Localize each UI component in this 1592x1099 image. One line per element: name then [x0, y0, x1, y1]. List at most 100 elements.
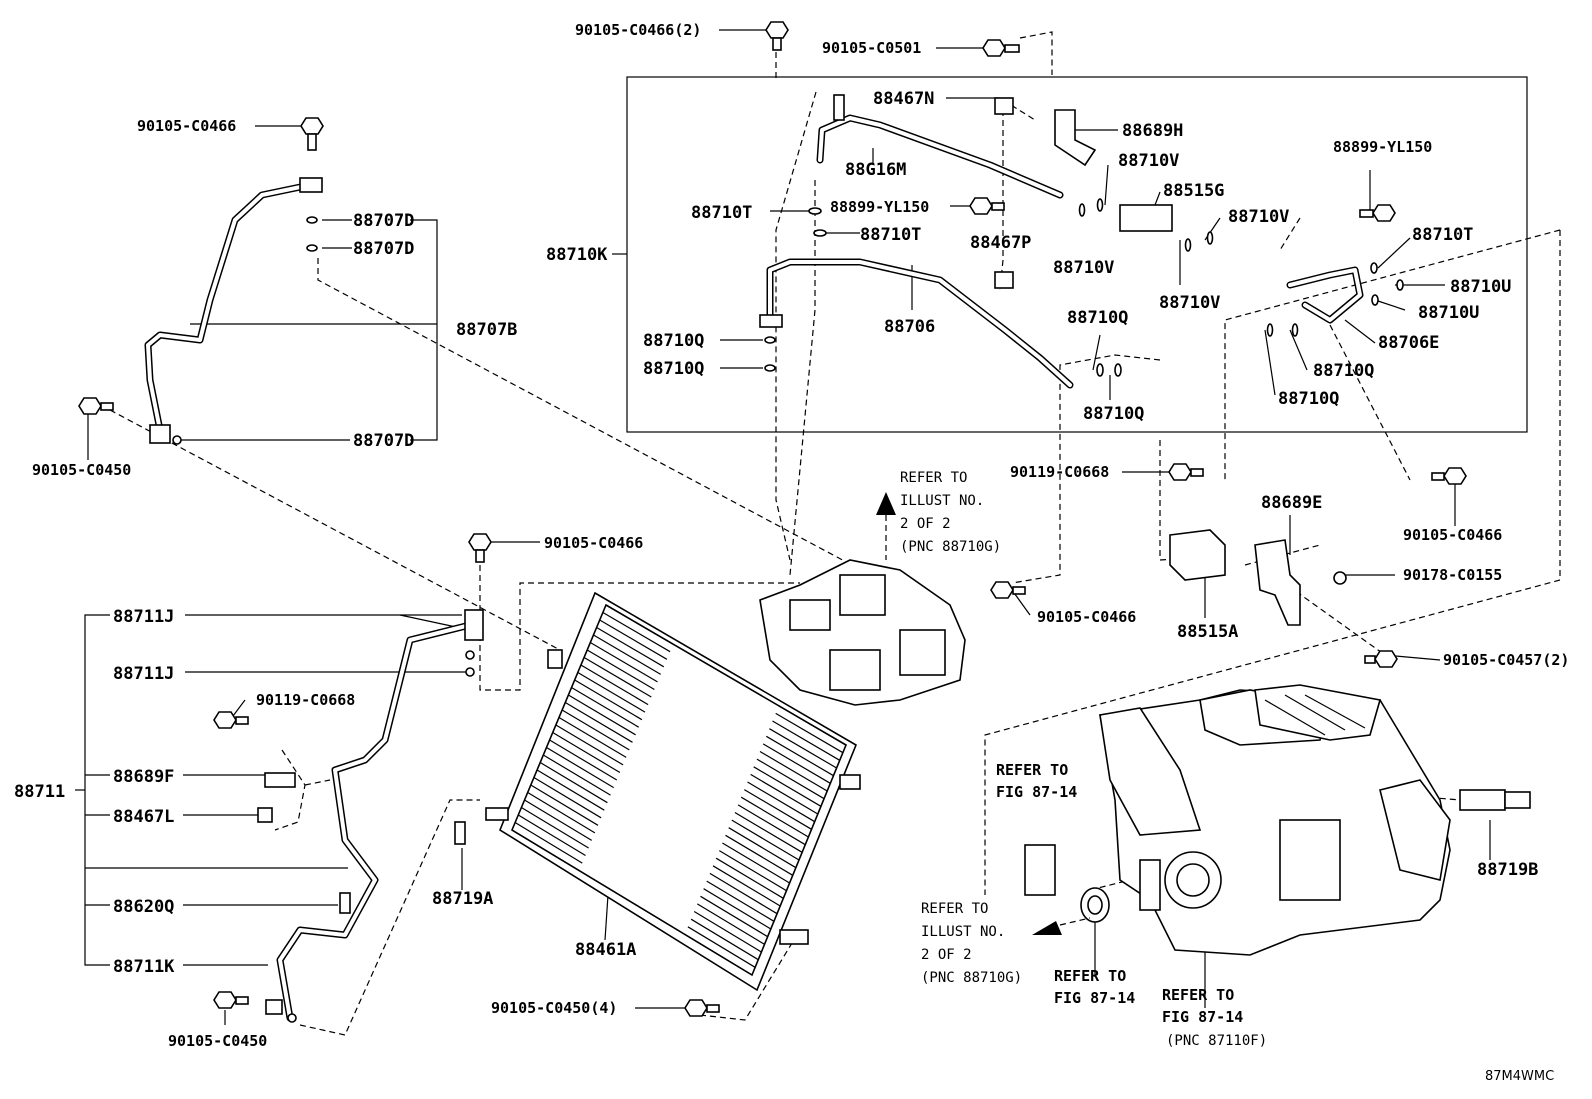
label-c0466-a: 90105-C0466	[137, 117, 236, 135]
label-88467l: 88467L	[113, 807, 174, 827]
plug-88467n	[994, 97, 1014, 115]
part-fig87-14-a	[1024, 844, 1056, 896]
label-88689h: 88689H	[1122, 121, 1183, 141]
bolt-icon	[765, 21, 789, 51]
label-c0466-b: 90105-C0466	[544, 534, 643, 552]
bolts	[78, 21, 1467, 1017]
label-88711k: 88711K	[113, 957, 175, 977]
bolt-icon	[1364, 650, 1398, 668]
label-88719a: 88719A	[432, 889, 493, 909]
label-88710v-c: 88710V	[1053, 258, 1114, 278]
reference-notes: REFER TO ILLUST NO. 2 OF 2 (PNC 88710G) …	[900, 470, 1267, 1049]
ref-bottom-line-1: REFER TO	[921, 901, 988, 917]
plug-88467p	[994, 271, 1014, 289]
label-88467n: 88467N	[873, 89, 934, 109]
label-88710u-b: 88710U	[1418, 303, 1479, 323]
label-88711j-a: 88711J	[113, 607, 174, 627]
label-88710t-b: 88710T	[860, 225, 921, 245]
label-88461a: 88461A	[575, 940, 636, 960]
label-88899-yl150-a: 88899-YL150	[1333, 138, 1432, 156]
label-88710q-f: 88710Q	[1083, 404, 1144, 424]
label-88706: 88706	[884, 317, 935, 337]
label-88467p: 88467P	[970, 233, 1031, 253]
ref-fig-a-line-2: FIG 87-14	[996, 783, 1077, 801]
label-88710q-a: 88710Q	[1067, 308, 1128, 328]
ref-fig-c-line-3: (PNC 87110F)	[1166, 1033, 1267, 1049]
label-88707d-b: 88707D	[353, 239, 414, 259]
label-88710v-b: 88710V	[1228, 207, 1289, 227]
bolt-icon	[969, 197, 1005, 215]
label-c0668-b: 90119-C0668	[256, 691, 355, 709]
pipe-88711	[257, 609, 484, 1023]
label-c0450-b: 90105-C0450	[168, 1032, 267, 1050]
ref-bottom-line-4: (PNC 88710G)	[921, 970, 1022, 986]
label-c0450-4: 90105-C0450(4)	[491, 999, 617, 1017]
label-c0466-d: 90105-C0466	[1037, 608, 1136, 626]
label-c0668-a: 90119-C0668	[1010, 463, 1109, 481]
bolt-icon	[982, 39, 1020, 57]
bolt-icon	[78, 397, 114, 415]
bolt-icon	[990, 581, 1026, 599]
label-88710v-d: 88710V	[1159, 293, 1220, 313]
label-88710k: 88710K	[546, 245, 608, 265]
part-88515g	[1119, 204, 1173, 232]
label-c0466-2: 90105-C0466(2)	[575, 21, 701, 39]
clip-90178	[1333, 571, 1347, 585]
bolt-icon	[1431, 467, 1467, 485]
label-88710q-c: 88710Q	[643, 359, 704, 379]
label-88515a: 88515A	[1177, 622, 1238, 642]
label-88719b: 88719B	[1477, 860, 1538, 880]
label-88710u-a: 88710U	[1450, 277, 1511, 297]
ref-bottom-line-3: 2 OF 2	[921, 947, 972, 963]
ref-fig-b-line-2: FIG 87-14	[1054, 989, 1135, 1007]
label-88710v-a: 88710V	[1118, 151, 1179, 171]
label-88689f: 88689F	[113, 767, 174, 787]
bracket-88689f	[264, 772, 296, 788]
ref-bottom-line-2: ILLUST NO.	[921, 924, 1005, 940]
switch-88620q	[339, 892, 351, 914]
bolt-icon	[213, 711, 249, 729]
label-88710q-b: 88710Q	[643, 331, 704, 351]
label-88620q: 88620Q	[113, 897, 174, 917]
label-88710t-a: 88710T	[691, 203, 752, 223]
ref-top-line-1: REFER TO	[900, 470, 967, 486]
label-c0466-c: 90105-C0466	[1403, 526, 1502, 544]
label-88706e: 88706E	[1378, 333, 1439, 353]
ref-fig-b-line-1: REFER TO	[1054, 967, 1126, 985]
diagram-code: 87M4WMC	[1485, 1069, 1554, 1084]
hvac-unit	[1024, 684, 1531, 956]
label-88899-yl150-b: 88899-YL150	[830, 198, 929, 216]
label-88710q-d: 88710Q	[1313, 361, 1374, 381]
label-88707d-c: 88707D	[353, 431, 414, 451]
bolt-icon	[1168, 463, 1204, 481]
label-c0457: 90105-C0457(2)	[1443, 651, 1569, 669]
label-c0155: 90178-C0155	[1403, 566, 1502, 584]
plug-88467l	[257, 807, 273, 823]
label-88707b: 88707B	[456, 320, 517, 340]
bolt-icon	[213, 991, 249, 1009]
bolt-icon	[684, 999, 720, 1017]
label-88711: 88711	[14, 782, 65, 802]
label-88g16m: 88G16M	[845, 160, 906, 180]
brackets-88515a-88689e	[1169, 529, 1347, 626]
label-88515g: 88515G	[1163, 181, 1224, 201]
valve-block	[759, 492, 966, 706]
sensor-88719a	[454, 821, 466, 845]
ref-top-line-2: ILLUST NO.	[900, 493, 984, 509]
bracket-88689h	[1054, 109, 1097, 167]
sensor-88719b	[1459, 789, 1506, 811]
pipes-88g16m-88706	[759, 94, 1404, 389]
bolt-icon	[468, 533, 492, 563]
bolt-icon	[1359, 204, 1396, 222]
label-c0501: 90105-C0501	[822, 39, 921, 57]
bolt-icon	[300, 117, 324, 151]
label-c0450-a: 90105-C0450	[32, 461, 131, 479]
label-88707d-a: 88707D	[353, 211, 414, 231]
ref-fig-a-line-1: REFER TO	[996, 761, 1068, 779]
label-88711j-b: 88711J	[113, 664, 174, 684]
label-88710q-e: 88710Q	[1278, 389, 1339, 409]
ref-top-line-3: 2 OF 2	[900, 516, 951, 532]
ref-fig-c-line-2: FIG 87-14	[1162, 1008, 1243, 1026]
